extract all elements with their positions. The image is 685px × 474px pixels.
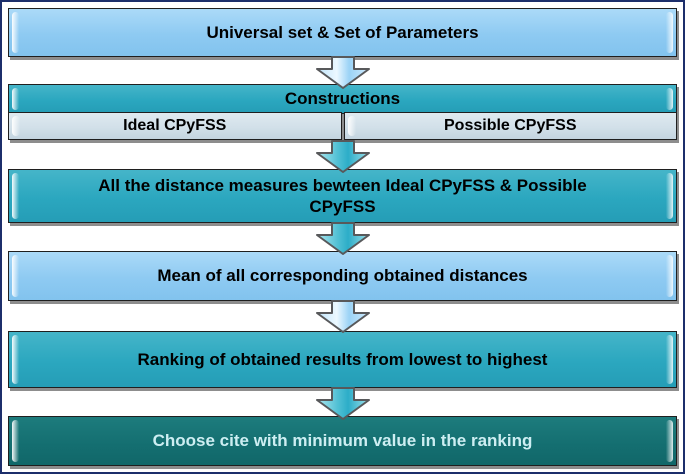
box-label: Constructions: [284, 89, 401, 109]
down-arrow-icon: [314, 56, 372, 89]
box-label: Ranking of obtained results from lowest …: [137, 349, 548, 369]
flow-box-choose-cite: Choose cite with minimum value in the ra…: [8, 416, 677, 466]
constructions-sub-row: Ideal CPyFSS Possible CPyFSS: [8, 112, 677, 140]
sub-box-label: Possible CPyFSS: [444, 117, 577, 134]
flow-box-universal-set: Universal set & Set of Parameters: [8, 8, 677, 57]
down-arrow-icon: [314, 387, 372, 420]
sub-box-ideal-cpyfss: Ideal CPyFSS: [8, 112, 342, 140]
flow-box-mean-distances: Mean of all corresponding obtained dista…: [8, 251, 677, 301]
flow-box-distance-measures: All the distance measures bewteen Ideal …: [8, 169, 677, 223]
box-label: All the distance measures bewteen Ideal …: [98, 175, 587, 216]
down-arrow-icon: [314, 140, 372, 173]
down-arrow-icon: [314, 300, 372, 333]
box-label: Mean of all corresponding obtained dista…: [157, 266, 528, 286]
box-label: Choose cite with minimum value in the ra…: [152, 431, 533, 451]
sub-box-possible-cpyfss: Possible CPyFSS: [343, 112, 677, 140]
flow-box-constructions: Constructions: [8, 84, 677, 114]
box-label: Universal set & Set of Parameters: [206, 22, 479, 42]
down-arrow-icon: [314, 222, 372, 255]
flow-box-ranking: Ranking of obtained results from lowest …: [8, 331, 677, 388]
sub-box-label: Ideal CPyFSS: [123, 117, 227, 134]
